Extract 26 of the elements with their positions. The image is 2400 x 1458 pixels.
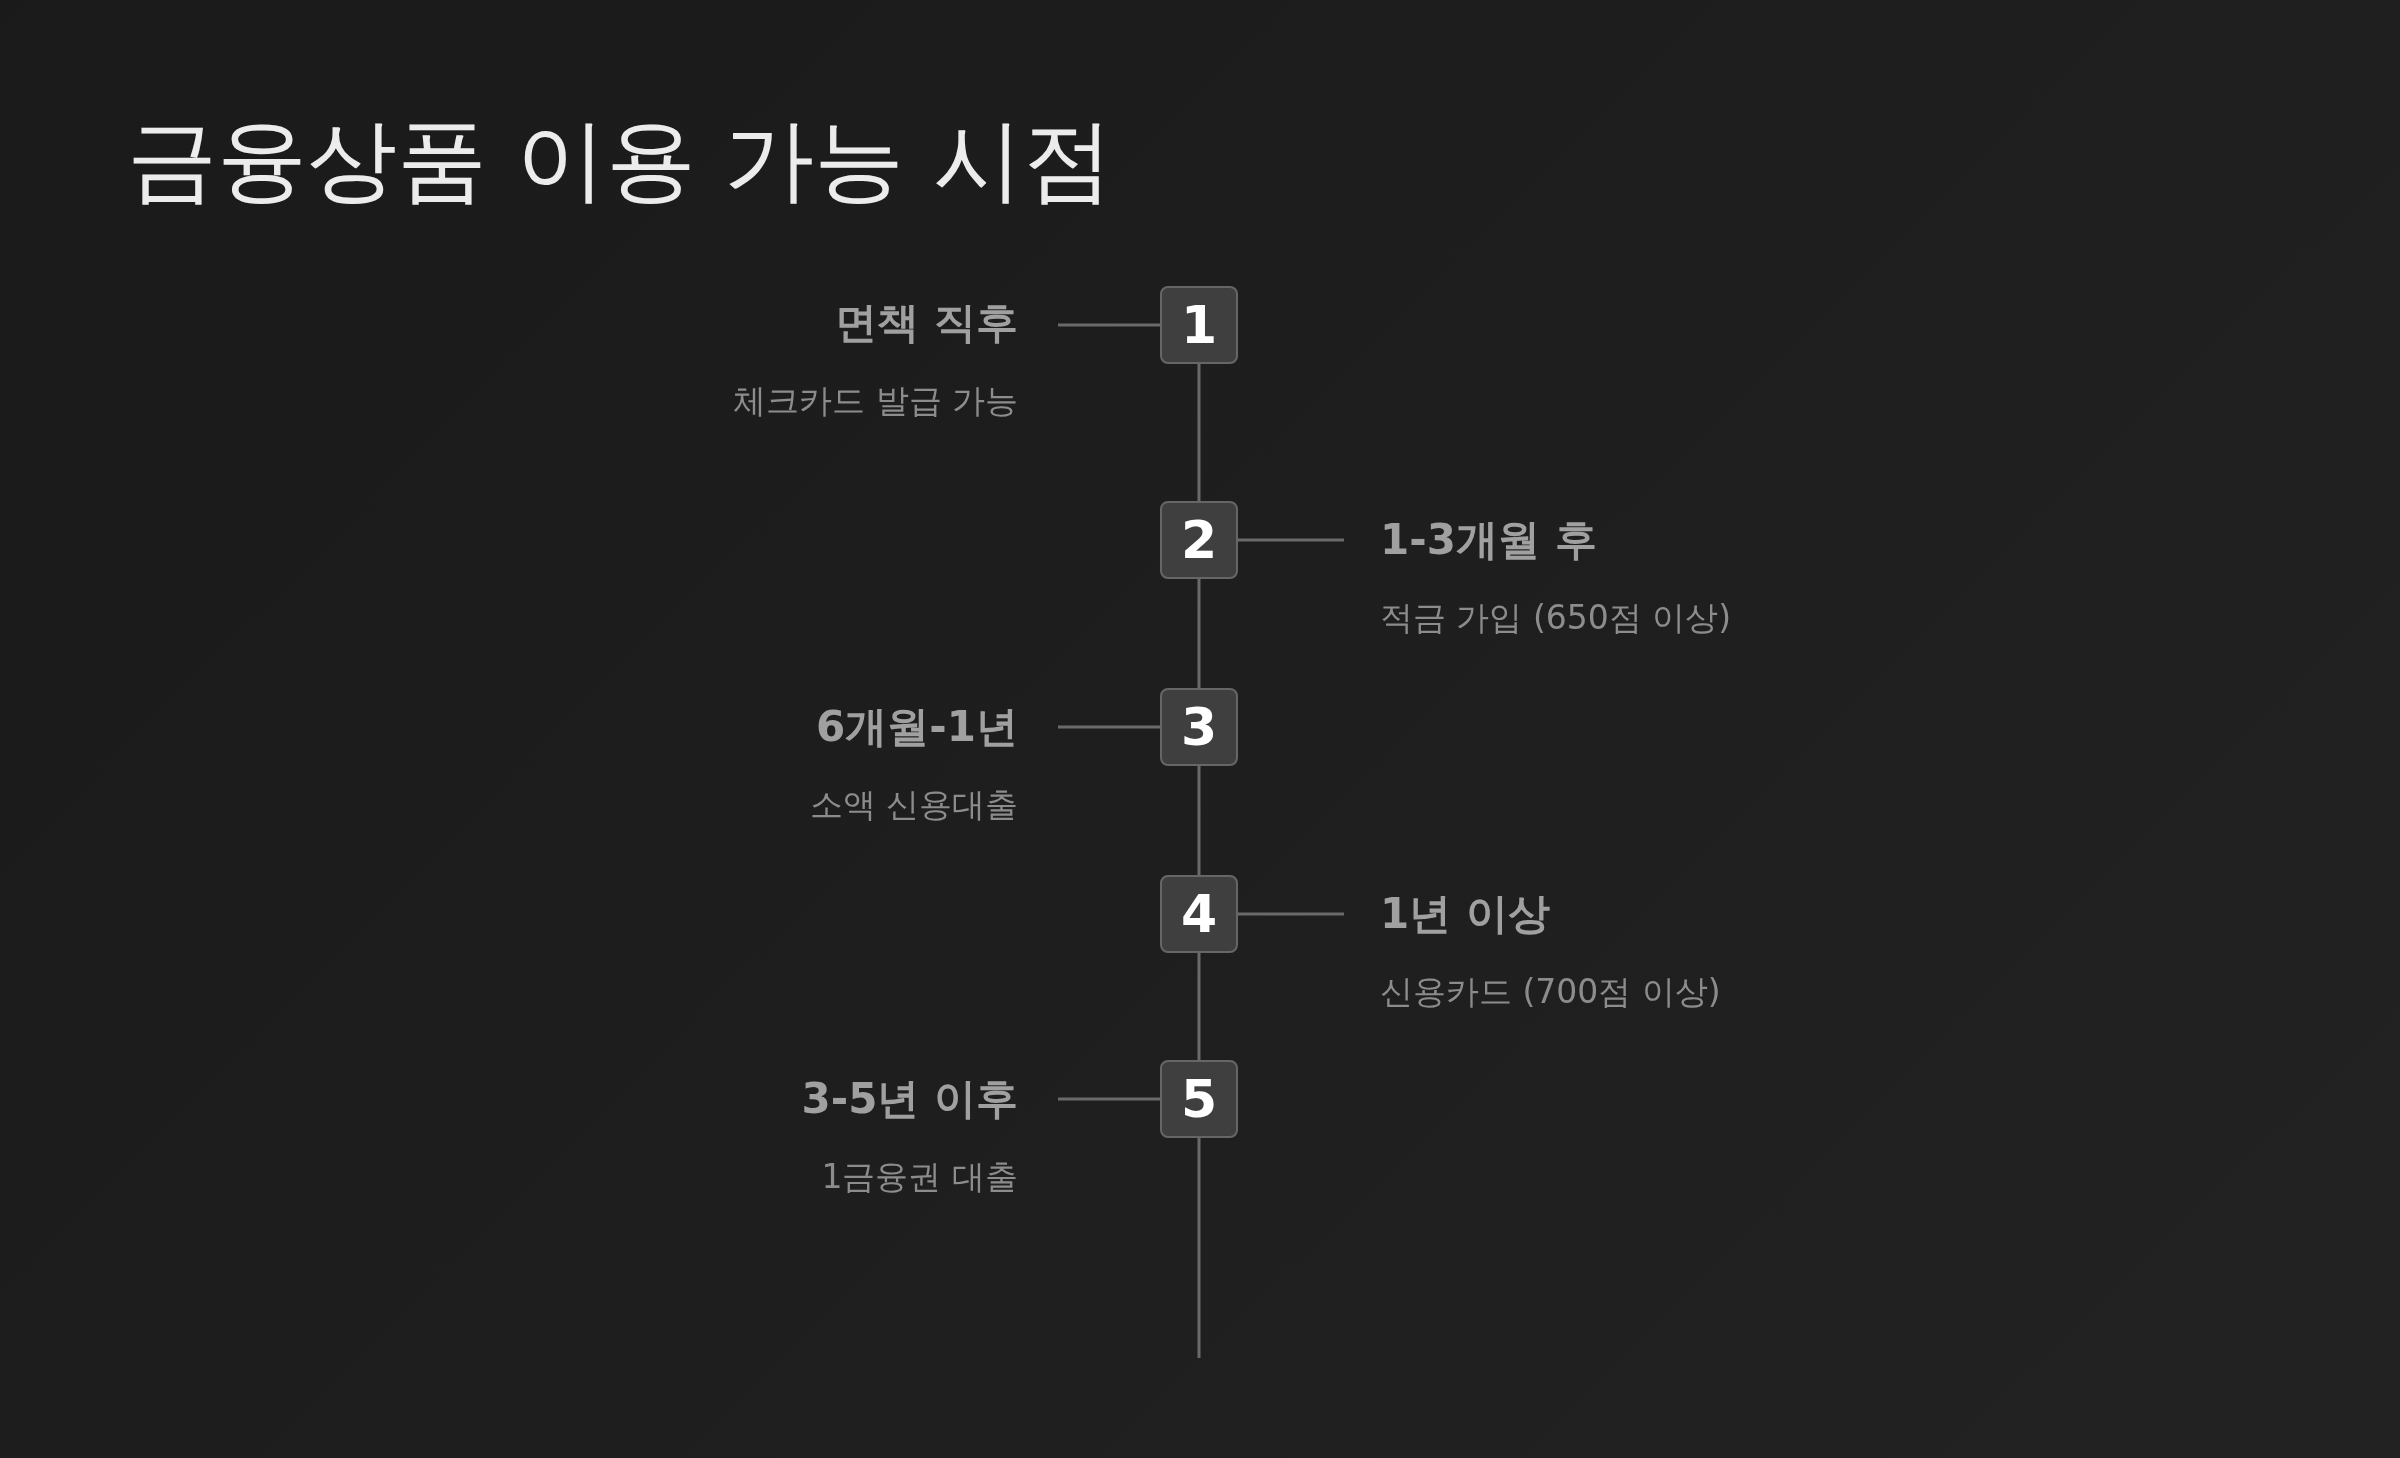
timeline-line bbox=[1197, 1138, 1201, 1358]
milestone-heading: 6개월-1년 bbox=[815, 701, 1018, 753]
title: 금융상품 이용 가능 시점 bbox=[127, 106, 1113, 214]
timeline-line bbox=[1197, 579, 1201, 688]
connector-line bbox=[1238, 538, 1344, 542]
timeline-line bbox=[1197, 364, 1201, 501]
milestone-description: 신용카드 (700점 이상) bbox=[1380, 971, 1722, 1013]
connector-line bbox=[1238, 912, 1344, 916]
step-number-box: 3 bbox=[1160, 688, 1238, 766]
step-number-box: 5 bbox=[1160, 1060, 1238, 1138]
connector-line bbox=[1058, 725, 1160, 729]
milestone-heading: 1-3개월 후 bbox=[1380, 514, 1598, 566]
timeline-line bbox=[1197, 953, 1201, 1060]
milestone-description: 1금융권 대출 bbox=[820, 1156, 1018, 1198]
step-number-box: 4 bbox=[1160, 875, 1238, 953]
milestone-heading: 1년 이상 bbox=[1380, 888, 1551, 940]
milestone-heading: 면책 직후 bbox=[834, 297, 1018, 349]
milestone-description: 소액 신용대출 bbox=[808, 784, 1018, 826]
step-number-box: 1 bbox=[1160, 286, 1238, 364]
connector-line bbox=[1058, 1097, 1160, 1101]
milestone-heading: 3-5년 이후 bbox=[800, 1073, 1018, 1125]
connector-line bbox=[1058, 323, 1160, 327]
milestone-description: 적금 가입 (650점 이상) bbox=[1380, 597, 1733, 639]
step-number-box: 2 bbox=[1160, 501, 1238, 579]
timeline-line bbox=[1197, 766, 1201, 875]
milestone-description: 체크카드 발급 가능 bbox=[732, 380, 1018, 422]
